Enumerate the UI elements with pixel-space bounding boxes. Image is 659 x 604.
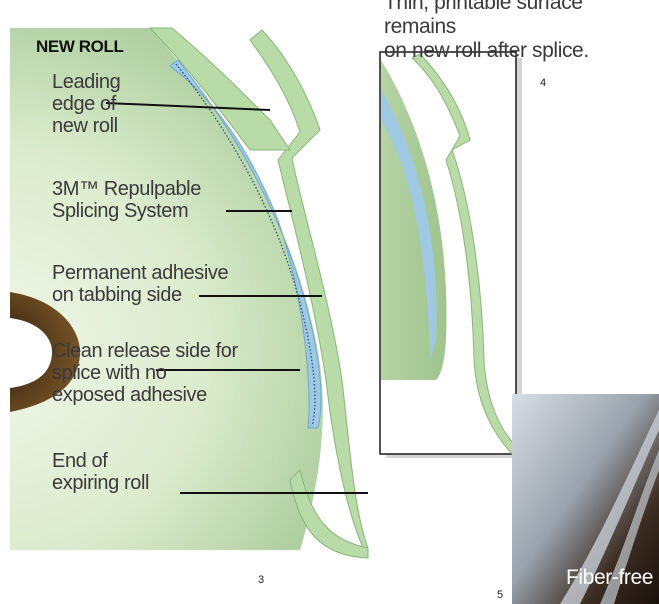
figure-5-number: 5 bbox=[497, 589, 503, 601]
label-leading-edge: Leading edge of new roll bbox=[52, 71, 120, 137]
figure-3-number: 3 bbox=[258, 574, 264, 586]
figure-4-caption: Thin, printable surface remains on new r… bbox=[384, 0, 659, 63]
label-end-expiring: End of expiring roll bbox=[52, 450, 149, 494]
label-permanent-adhesive: Permanent adhesive on tabbing side bbox=[52, 262, 228, 306]
new-roll-heading: NEW ROLL bbox=[36, 37, 123, 57]
figure-4-frame bbox=[380, 52, 522, 458]
figure-5-caption: Fiber-free bbox=[566, 566, 653, 590]
label-splicing-system: 3M™ Repulpable Splicing System bbox=[52, 178, 201, 222]
label-clean-release: Clean release side for splice with no ex… bbox=[52, 340, 238, 406]
figure-4-number: 4 bbox=[540, 77, 546, 89]
